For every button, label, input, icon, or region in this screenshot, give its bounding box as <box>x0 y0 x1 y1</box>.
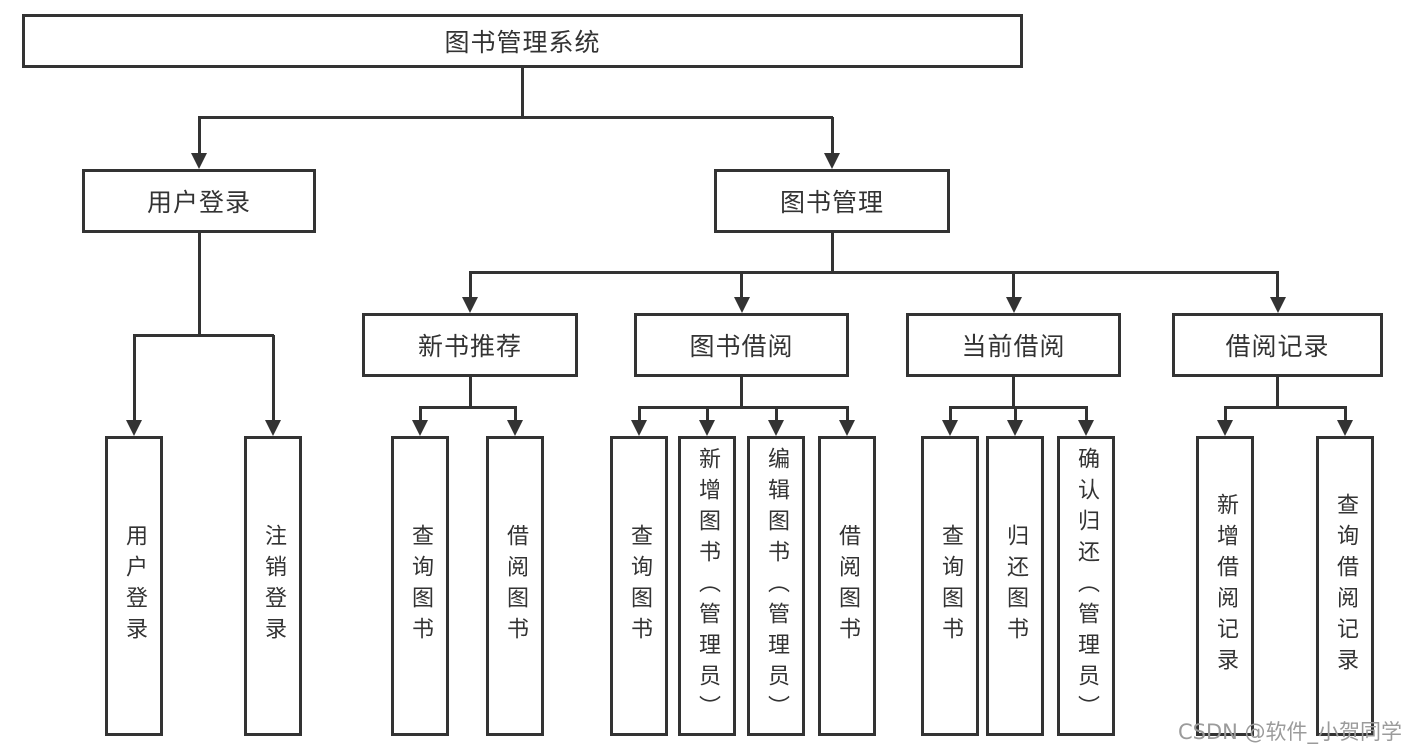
csdn-watermark: CSDN @软件_小贺同学 <box>1178 720 1403 744</box>
connector-stem <box>469 377 472 407</box>
leaf-label: 注销登录 <box>261 524 286 648</box>
arrow-down-icon <box>412 420 428 436</box>
connector-drop <box>775 407 778 421</box>
leaf-label: 借阅图书 <box>835 524 860 648</box>
arrow-down-icon <box>824 153 840 169</box>
node-new-book-recommend: 新书推荐 <box>362 313 578 377</box>
leaf-add-borrow-record: 新增借阅记录 <box>1196 436 1254 736</box>
connector-login-stem <box>198 233 201 335</box>
arrow-down-icon <box>839 420 855 436</box>
connector-level2-hline <box>469 271 1279 274</box>
connector-drop <box>846 407 849 421</box>
arrow-down-icon <box>1337 420 1353 436</box>
leaf-query-borrow-record: 查询借阅记录 <box>1316 436 1374 736</box>
arrow-down-icon <box>462 297 478 313</box>
leaf-borrow-books-recommend: 借阅图书 <box>486 436 544 736</box>
arrow-down-icon <box>734 297 750 313</box>
leaf-label: 查询借阅记录 <box>1333 493 1358 679</box>
leaf-return-book: 归还图书 <box>986 436 1044 736</box>
leaf-label: 查询图书 <box>627 524 652 648</box>
connector-group-hline <box>419 406 517 409</box>
connector-stem <box>740 377 743 407</box>
leaf-query-books-current: 查询图书 <box>921 436 979 736</box>
arrow-down-icon <box>1006 297 1022 313</box>
connector-drop <box>133 335 136 421</box>
arrow-down-icon <box>507 420 523 436</box>
connector-level1-hline <box>198 116 833 119</box>
connector-drop <box>1344 407 1347 421</box>
leaf-label: 借阅图书 <box>503 524 528 648</box>
node-root: 图书管理系统 <box>22 14 1023 68</box>
connector-group-hline <box>638 406 849 409</box>
connector-drop-login <box>198 117 201 153</box>
connector-drop <box>1085 407 1088 421</box>
leaf-query-books-recommend: 查询图书 <box>391 436 449 736</box>
connector-drop-mgmt <box>831 117 834 153</box>
node-current-borrow: 当前借阅 <box>906 313 1121 377</box>
node-user-login: 用户登录 <box>82 169 316 233</box>
leaf-confirm-return-admin: 确认归还（管理员） <box>1057 436 1115 736</box>
node-book-management: 图书管理 <box>714 169 950 233</box>
connector-group-hline <box>1224 406 1347 409</box>
arrow-down-icon <box>265 420 281 436</box>
leaf-user-login: 用户登录 <box>105 436 163 736</box>
node-book-borrow: 图书借阅 <box>634 313 849 377</box>
connector-login-hline <box>133 334 274 337</box>
connector-drop <box>740 272 743 298</box>
connector-drop <box>419 407 422 421</box>
arrow-down-icon <box>1078 420 1094 436</box>
arrow-down-icon <box>631 420 647 436</box>
leaf-add-book-admin: 新增图书（管理员） <box>678 436 736 736</box>
leaf-label: 新增图书（管理员） <box>695 446 720 726</box>
connector-drop <box>638 407 641 421</box>
arrow-down-icon <box>768 420 784 436</box>
arrow-down-icon <box>1007 420 1023 436</box>
leaf-label: 归还图书 <box>1003 524 1028 648</box>
leaf-label: 编辑图书（管理员） <box>764 446 789 726</box>
connector-drop <box>1224 407 1227 421</box>
leaf-label: 查询图书 <box>938 524 963 648</box>
leaf-borrow-books: 借阅图书 <box>818 436 876 736</box>
connector-stem <box>1012 377 1015 407</box>
connector-drop <box>1014 407 1017 421</box>
leaf-label: 新增借阅记录 <box>1213 493 1238 679</box>
leaf-label: 查询图书 <box>408 524 433 648</box>
leaf-label: 确认归还（管理员） <box>1074 446 1099 726</box>
connector-root-stem <box>521 68 524 117</box>
connector-drop <box>1276 272 1279 298</box>
arrow-down-icon <box>191 153 207 169</box>
arrow-down-icon <box>699 420 715 436</box>
arrow-down-icon <box>1217 420 1233 436</box>
leaf-query-books-borrow: 查询图书 <box>610 436 668 736</box>
leaf-edit-book-admin: 编辑图书（管理员） <box>747 436 805 736</box>
node-borrow-records: 借阅记录 <box>1172 313 1383 377</box>
connector-group-hline <box>949 406 1088 409</box>
arrow-down-icon <box>126 420 142 436</box>
arrow-down-icon <box>942 420 958 436</box>
connector-drop <box>514 407 517 421</box>
connector-drop <box>272 335 275 421</box>
connector-drop <box>706 407 709 421</box>
arrow-down-icon <box>1270 297 1286 313</box>
connector-drop <box>1012 272 1015 298</box>
leaf-label: 用户登录 <box>122 524 147 648</box>
leaf-logout: 注销登录 <box>244 436 302 736</box>
connector-drop <box>949 407 952 421</box>
connector-stem <box>1276 377 1279 407</box>
connector-mgmt-stem <box>831 233 834 272</box>
connector-drop <box>469 272 472 298</box>
